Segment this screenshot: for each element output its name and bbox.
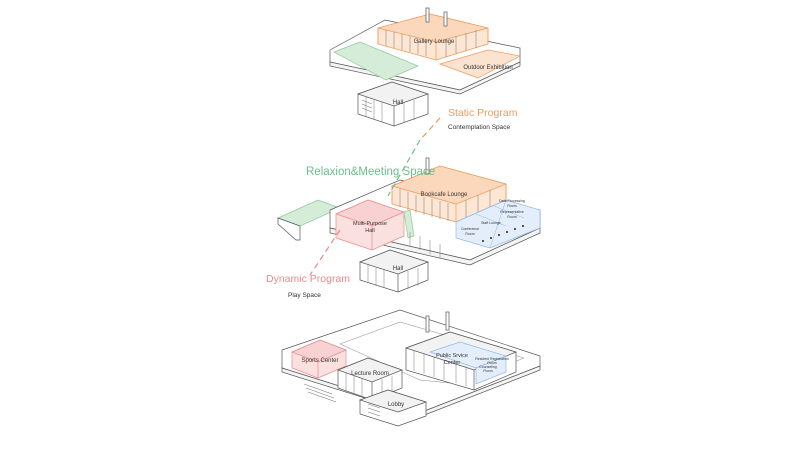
static-program-subtitle: Contemplation Space: [448, 124, 511, 131]
middle-hall-label: Hall: [393, 266, 403, 272]
dynamic-connector-line: [309, 229, 341, 276]
top-hall-label: Hall: [393, 100, 403, 106]
middle-floor: [277, 157, 541, 293]
dynamic-program-title: Dynamic Program: [266, 273, 350, 285]
outdoor-exhibition-label: Outdoor Exhibition: [463, 65, 512, 71]
public-service-label-2: Center: [444, 360, 461, 366]
data-room-label-1: Data Processing: [499, 199, 525, 203]
multipurpose-label-2: Hall: [365, 228, 374, 234]
static-program-title: Static Program: [448, 107, 518, 119]
ground-floor: [281, 309, 541, 427]
lobby-label: Lobby: [388, 402, 404, 408]
registration-room-label-1: Resident Registration: [475, 357, 509, 361]
conference-label-1: Conference: [461, 227, 479, 231]
top-lawn-zone: [333, 41, 419, 81]
multipurpose-label-1: Multi-Purpose: [353, 221, 387, 227]
conference-label-2: Room: [465, 232, 474, 236]
sports-center-label: Sports Center: [301, 358, 338, 364]
registration-room-label-2: Room: [487, 361, 496, 365]
staff-lounge-label: Staff Lounge: [481, 221, 501, 225]
dynamic-program-subtitle: Play Space: [288, 292, 321, 299]
lecture-room-label: Lecture Room: [351, 371, 389, 377]
counseling-room-label-2: Room: [483, 369, 492, 373]
data-room-label-2: Room: [507, 204, 516, 208]
gallery-lounge-label: Gallery Lounge: [414, 39, 455, 45]
static-connector-line: [419, 117, 441, 141]
rep-room-label-2: Room: [507, 215, 516, 219]
bookcafe-lounge-label: Bookcafe Lounge: [421, 192, 468, 198]
meeting-connector-line: [387, 139, 421, 197]
meeting-space-title: Relaxion&Meeting Space: [306, 166, 435, 178]
top-floor: [329, 7, 522, 127]
outdoor-exhibition-zone: [438, 49, 522, 79]
counseling-room-label-1: Counseling: [479, 365, 497, 369]
rep-room-label-1: Representative: [500, 210, 524, 214]
public-service-label-1: Public Srvice: [436, 353, 468, 359]
